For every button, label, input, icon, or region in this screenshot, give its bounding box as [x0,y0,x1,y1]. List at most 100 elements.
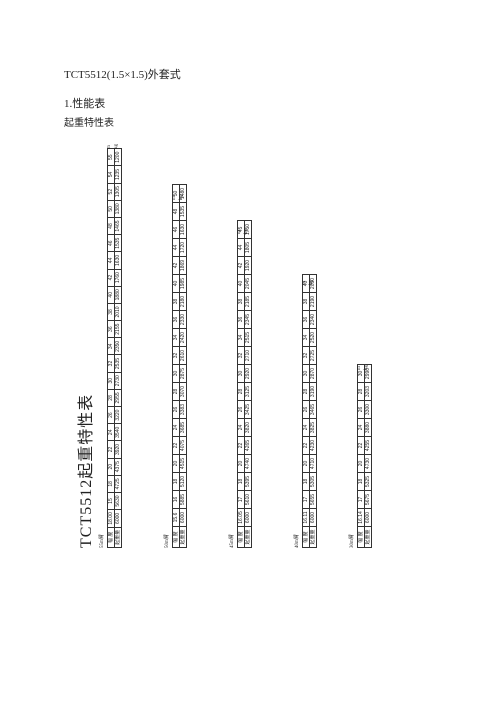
load-cell: 1985 [179,274,187,293]
row-header: 幅 度 [172,526,180,548]
range-cell: 22 [357,436,365,455]
row-header: 幅 度 [357,526,365,548]
unit-kg-label: kg [309,280,314,285]
range-cell: 24 [172,418,180,437]
load-cell: 1535 [179,202,187,221]
range-cell: 42 [237,256,245,275]
load-cell: 2710 [244,346,252,365]
row-header: 起重量 [309,526,317,548]
load-cell: 2535 [114,354,122,373]
range-cell: 28 [357,382,365,401]
range-cell: 24 [237,418,245,437]
range-cell: 34 [237,328,245,347]
load-cell: 3825 [309,418,317,437]
load-cell: 1380 [114,200,122,218]
range-cell: 20 [302,454,310,473]
row-header: 幅 度 [237,526,245,548]
jib-length-label: 45m臂 [230,534,235,548]
range-cell: 28 [237,382,245,401]
load-cell: 2610 [179,346,187,365]
range-cell: 40 [107,286,115,304]
load-cell: 1920 [244,256,252,275]
unit-m-label: m [302,281,307,285]
load-cell: 2730 [114,372,122,390]
load-cell: 2185 [244,292,252,311]
load-cell: 2350 [114,337,122,355]
range-cell: 36 [172,310,180,329]
load-cell: 2180 [179,292,187,311]
range-cell: 36 [107,320,115,338]
range-cell: 26 [107,406,115,424]
range-cell: 18 [237,472,245,491]
load-cell: 2045 [244,274,252,293]
range-cell: 17 [357,490,365,509]
range-cell: 24 [357,418,365,437]
range-cell: 30 [107,372,115,390]
range-cell: 38 [237,292,245,311]
load-cell: 1200 [114,148,122,166]
load-cell: 1630 [179,220,187,239]
load-cell: 6000 [114,509,122,528]
jib-length-label: 50m臂 [165,534,170,548]
range-cell: 26 [172,400,180,419]
range-cell: 24 [107,423,115,441]
row-header: 起重量 [244,526,252,548]
row-header: 幅 度 [302,526,310,548]
range-cell: 28 [302,382,310,401]
range-cell: 32 [172,346,180,365]
range-cell: 46 [107,234,115,252]
range-cell: 42 [172,256,180,275]
range-cell: 28 [107,389,115,407]
range-cell: 44 [107,251,115,270]
range-cell: 16.05 [237,508,245,527]
load-cell: 3190 [309,382,317,401]
load-cell: 5325 [364,472,372,491]
range-cell: 20 [357,454,365,473]
range-cell: 30 [302,364,310,383]
load-cell: 5655 [309,490,317,509]
load-cell: 1535 [114,234,122,252]
load-cell: 5630 [114,492,122,510]
load-cell: 4515 [179,454,187,473]
range-cell: 16.11 [302,508,310,527]
unit-m-label: m [237,230,242,234]
load-cell: 6000 [179,508,187,527]
range-cell: 34 [302,328,310,347]
load-cell: 4710 [309,454,317,473]
range-cell: 44 [172,238,180,257]
load-cell: 2870 [309,364,317,383]
load-cell: 4375 [114,458,122,476]
load-cell: 2875 [179,364,187,383]
load-cell: 1720 [179,238,187,257]
range-cell: 30 [237,364,245,383]
section-heading: 1.性能表 [64,98,106,110]
range-cell: 20 [107,458,115,476]
load-cell: 2420 [179,328,187,347]
load-cell: 5675 [364,490,372,509]
range-cell: 38 [302,292,310,311]
row-header: 起重量 [364,526,372,548]
load-cell: 6000 [309,508,317,527]
load-cell: 5610 [244,490,252,509]
range-cell: 55 [107,148,115,166]
range-cell: 40 [237,274,245,293]
range-cell: 38 [172,292,180,311]
range-cell: 36 [237,310,245,329]
load-cell: 1305 [114,183,122,201]
range-cell: 26 [357,400,365,419]
load-cell: 4265 [244,436,252,455]
range-cell: 18.00 [107,509,115,528]
